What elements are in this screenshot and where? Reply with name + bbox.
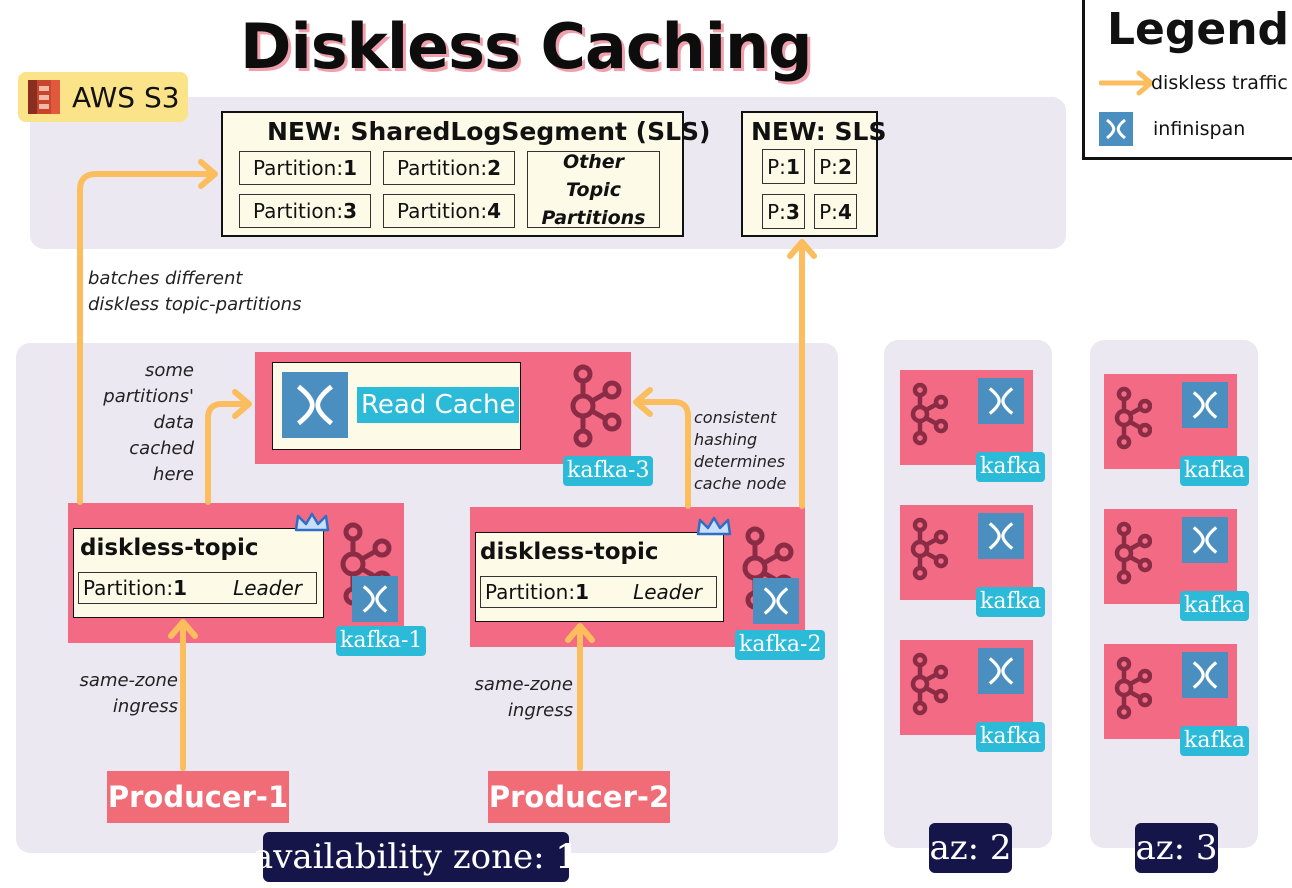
sls-small-partition-2: P: 2 — [814, 149, 857, 184]
kafka-3-label: kafka-3 — [563, 456, 654, 486]
kafka-broker-label: kafka — [1180, 456, 1250, 486]
kafka-logo-icon — [1114, 656, 1152, 720]
sls-main-header: NEW: SharedLogSegment (SLS) — [267, 117, 711, 146]
kafka-broker-label: kafka — [1180, 726, 1250, 756]
sls-other-partitions: Other Topic Partitions — [527, 151, 660, 229]
kafka-broker-label: kafka — [976, 452, 1046, 482]
arrow-icon — [1099, 70, 1154, 96]
arrow-head — [565, 623, 595, 643]
kafka-broker — [900, 370, 1033, 465]
arrow-kafka2-to-read-cache — [635, 399, 691, 509]
crown-icon — [696, 516, 732, 536]
legend-title: Legend — [1107, 4, 1290, 55]
infinispan-icon — [1099, 112, 1133, 146]
kafka-logo-icon — [570, 364, 622, 448]
read-cache-infinispan-icon — [282, 372, 348, 438]
legend-item-infinispan: infinispan — [1153, 118, 1246, 140]
sls-partition-1: Partition: 1 — [239, 151, 371, 185]
kafka-1-label: kafka-1 — [336, 626, 427, 656]
kafka-broker — [900, 505, 1033, 600]
az3-tag: az: 3 — [1135, 823, 1218, 873]
kafka-broker — [1104, 374, 1237, 469]
kafka-broker — [900, 640, 1033, 735]
producer-1: Producer-1 — [107, 771, 289, 823]
s3-bucket-icon — [28, 80, 60, 114]
sls-partition-3: Partition: 3 — [239, 194, 371, 228]
sls-partition-2: Partition: 2 — [383, 151, 515, 185]
infinispan-icon — [1182, 517, 1228, 563]
kafka-broker-label: kafka — [1180, 591, 1250, 621]
kafka-logo-icon — [1114, 521, 1152, 585]
arrow-head — [198, 159, 218, 189]
kafka-logo-icon — [910, 382, 948, 446]
infinispan-icon — [1182, 652, 1228, 698]
kafka-broker-label: kafka — [976, 587, 1046, 617]
arrow-head — [633, 387, 653, 417]
s3-tag: AWS S3 — [18, 72, 188, 122]
arrow-head — [787, 239, 817, 259]
arrow-head — [168, 619, 198, 639]
topic-name-1: diskless-topic — [80, 535, 259, 561]
kafka-broker — [1104, 509, 1237, 604]
arrow-kafka1-to-sls — [77, 171, 217, 505]
kafka-2-infinispan-icon — [753, 578, 799, 624]
infinispan-icon — [978, 513, 1024, 559]
legend: Legend diskless traffic infinispan — [1082, 0, 1292, 160]
topic-partition-1: Partition: 1 Leader — [78, 572, 317, 604]
arrow-head — [232, 389, 252, 419]
read-cache-label: Read Cache — [357, 387, 520, 423]
topic-name-2: diskless-topic — [480, 539, 659, 565]
az2-tag: az: 2 — [929, 823, 1012, 873]
infinispan-icon — [978, 648, 1024, 694]
sls-small-partition-1: P: 1 — [762, 149, 805, 184]
sls-small-header: NEW: SLS — [751, 117, 887, 146]
sls-small-partition-3: P: 3 — [762, 194, 805, 229]
arrow-kafka1-to-read-cache — [205, 401, 250, 505]
legend-item-diskless-traffic: diskless traffic — [1151, 72, 1288, 94]
producer-2: Producer-2 — [488, 771, 670, 823]
kafka-logo-icon — [910, 652, 948, 716]
kafka-1-infinispan-icon — [352, 576, 398, 622]
kafka-logo-icon — [1114, 386, 1152, 450]
crown-icon — [294, 512, 330, 532]
kafka-logo-icon — [910, 517, 948, 581]
kafka-broker — [1104, 644, 1237, 739]
kafka-2-label: kafka-2 — [735, 630, 826, 660]
topic-partition-2: Partition: 1 Leader — [480, 576, 717, 608]
infinispan-icon — [1182, 382, 1228, 428]
az1-tag: availability zone: 1 — [253, 832, 579, 882]
infinispan-icon — [978, 378, 1024, 424]
s3-label: AWS S3 — [72, 80, 180, 114]
sls-partition-4: Partition: 4 — [383, 194, 515, 228]
kafka-broker-label: kafka — [976, 722, 1046, 752]
sls-small-partition-4: P: 4 — [814, 194, 857, 229]
page-title: Diskless Caching — [240, 10, 813, 83]
